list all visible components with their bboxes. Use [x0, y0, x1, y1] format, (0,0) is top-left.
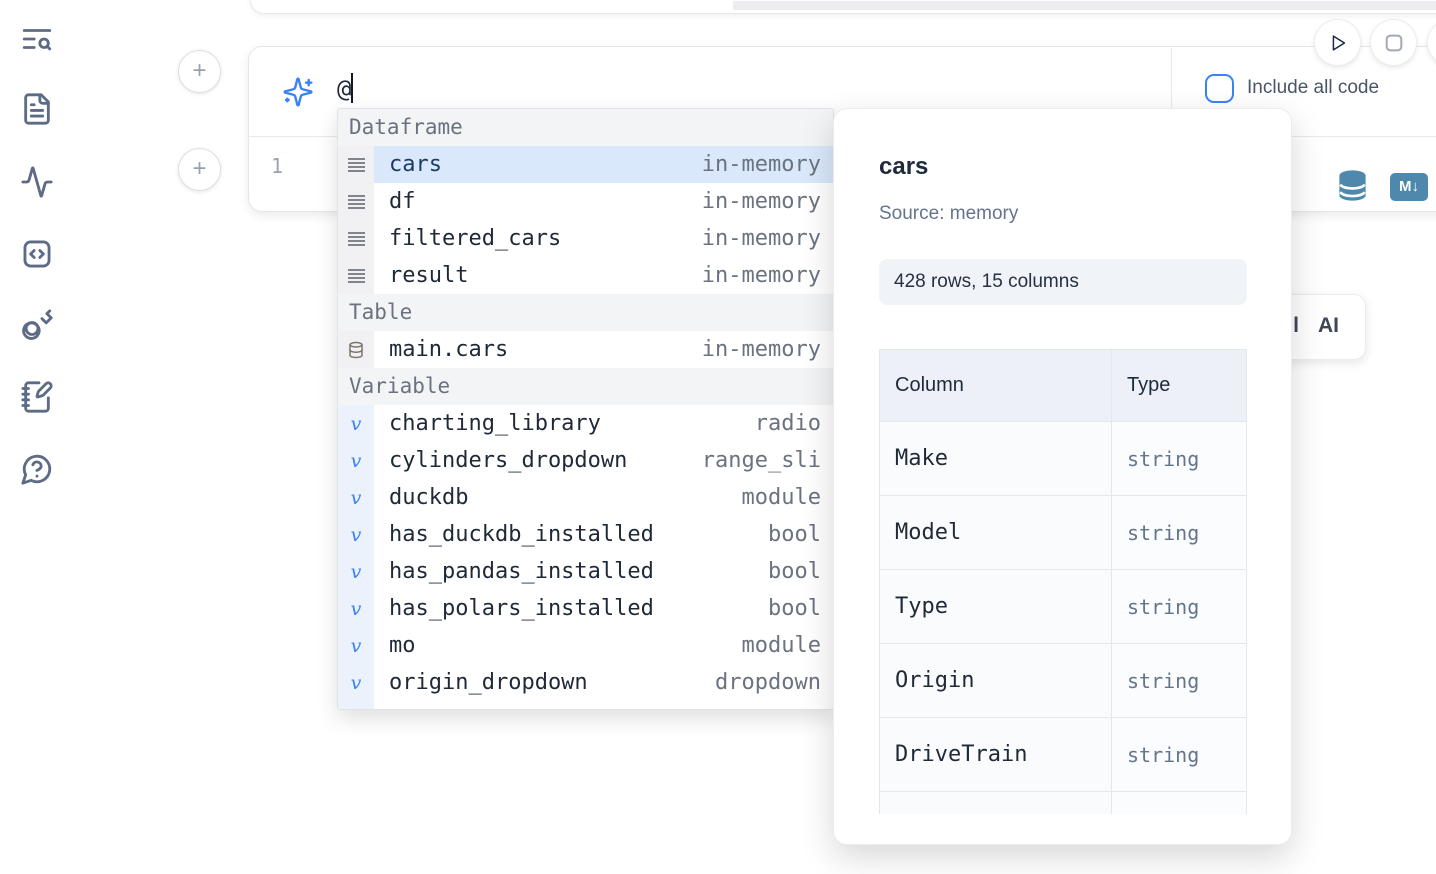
column-header: Column [879, 349, 1112, 422]
section-header-dataframe: Dataframe [338, 109, 833, 146]
preview-source: Source: memory [879, 203, 1019, 224]
help-circle-icon[interactable] [20, 452, 54, 486]
table-database-icon [338, 331, 374, 368]
line-number: 1 [271, 154, 284, 178]
add-cell-button-bottom[interactable]: + [178, 148, 221, 191]
table-row: DriveTrain string [879, 717, 1247, 792]
table-row: Model string [879, 495, 1247, 570]
code-snippets-icon[interactable] [20, 237, 54, 271]
autocomplete-item-pd[interactable]: v pdmodule [338, 701, 833, 709]
previous-cell-stub [250, 0, 1436, 14]
variable-icon: v [338, 664, 374, 701]
dataframe-preview-popup: cars Source: memory 428 rows, 15 columns… [833, 108, 1292, 845]
table-row: Origin string [879, 643, 1247, 718]
include-all-code-checkbox[interactable] [1205, 74, 1234, 103]
section-header-variable: Variable [338, 368, 833, 405]
dataframe-icon [338, 220, 374, 257]
stop-button[interactable] [1371, 20, 1416, 65]
type-header: Type [1111, 349, 1247, 422]
variable-icon: v [338, 590, 374, 627]
database-convert-icon[interactable] [1335, 168, 1370, 205]
variable-icon: v [338, 479, 374, 516]
variable-icon: v [338, 516, 374, 553]
text-search-icon[interactable] [20, 22, 54, 56]
dataframe-icon [338, 146, 374, 183]
table-header-row: Column Type [879, 349, 1247, 422]
ai-prompt-input[interactable]: @ [337, 73, 354, 103]
variable-icon: v [338, 405, 374, 442]
activity-icon[interactable] [20, 165, 54, 199]
include-all-code-label: Include all code [1247, 77, 1380, 98]
run-button[interactable] [1315, 20, 1360, 65]
preview-title: cars [879, 153, 929, 180]
variable-icon: v [338, 701, 374, 709]
section-header-table: Table [338, 294, 833, 331]
extra-round-button[interactable] [1428, 20, 1436, 65]
variable-icon: v [338, 553, 374, 590]
preview-shape-badge: 428 rows, 15 columns [879, 259, 1247, 305]
notebook-pen-icon[interactable] [20, 380, 54, 414]
table-row: Type string [879, 569, 1247, 644]
occluded-text-fragment: l [1293, 314, 1299, 337]
key-icon[interactable] [20, 308, 54, 342]
previous-cell-output-strip [733, 1, 1436, 10]
divider [1171, 48, 1172, 136]
variable-icon: v [338, 627, 374, 664]
dataframe-icon [338, 183, 374, 220]
table-row: Make string [879, 421, 1247, 496]
dataframe-icon [338, 257, 374, 294]
add-cell-button-top[interactable]: + [178, 50, 221, 93]
sparkles-icon [282, 76, 314, 108]
file-text-icon[interactable] [20, 92, 54, 126]
markdown-convert-icon[interactable]: M↓ [1390, 173, 1428, 201]
preview-schema-table[interactable]: Column Type Make string Model string Typ… [879, 349, 1248, 814]
table-row-clipped [879, 791, 1247, 814]
variable-icon: v [338, 442, 374, 479]
text-caret [351, 73, 354, 103]
